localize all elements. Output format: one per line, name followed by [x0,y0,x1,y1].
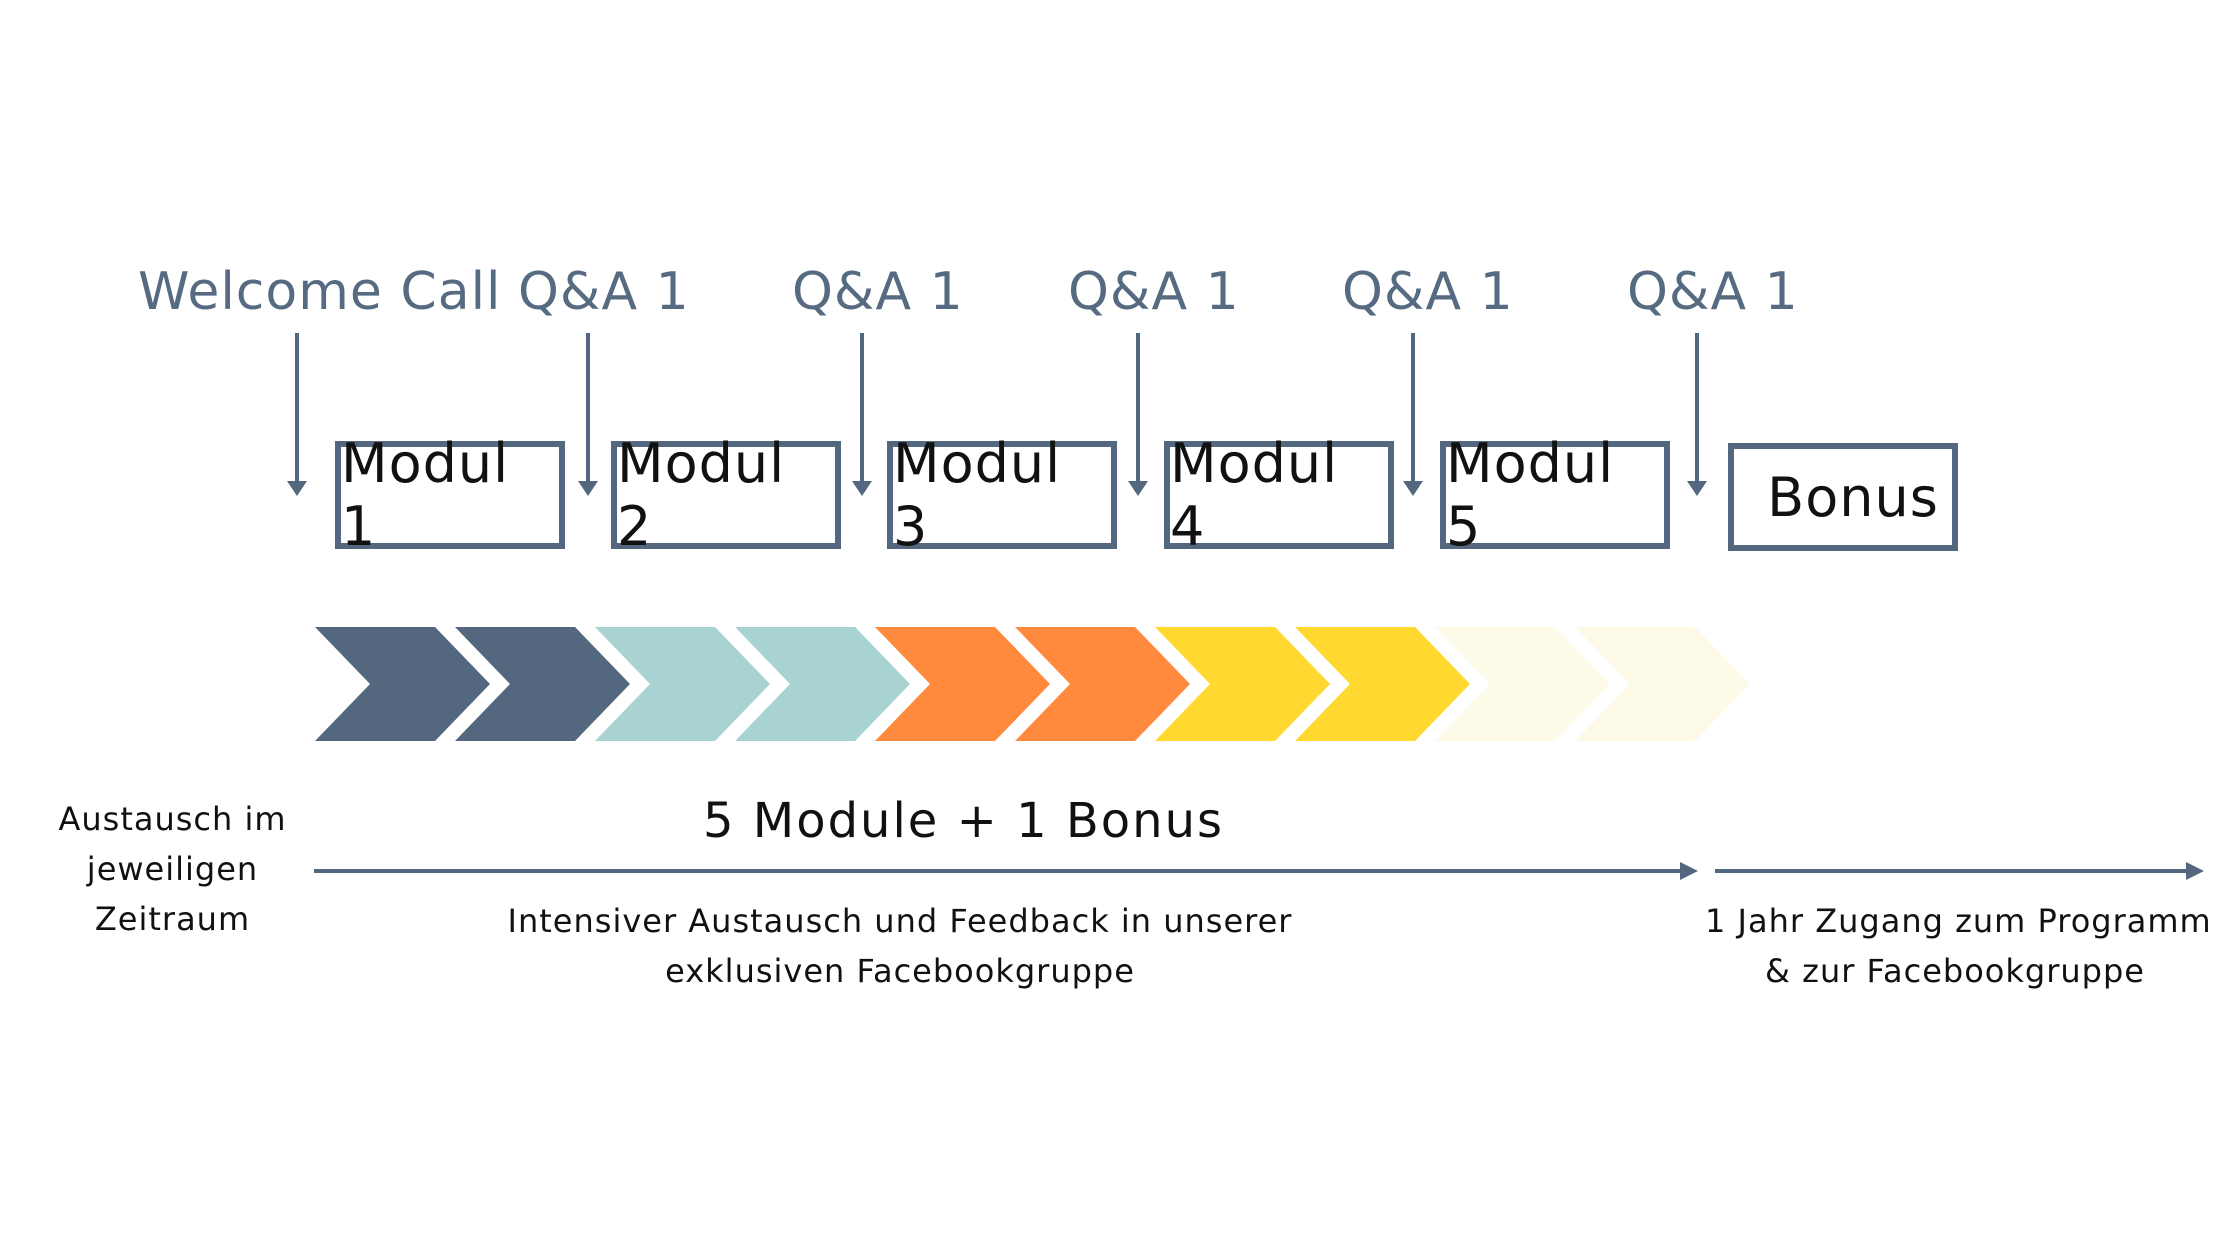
down-arrow-qa2-head [852,481,872,496]
down-arrow-qa1-head [578,481,598,496]
chevron-2 [455,627,630,741]
module-box-1: Modul 1 [335,432,565,558]
welcome-call-label: Welcome Call [138,262,502,322]
down-arrow-qa3-head [1128,481,1148,496]
chevron-7 [1155,627,1330,741]
right-caption-line-2: & zur Facebookgruppe [1765,952,2145,990]
module-box-3: Modul 3 [887,432,1117,558]
left-note: Austausch im jeweiligen Zeitraum [40,794,305,944]
module-box-5: Modul 5 [1440,432,1670,558]
chevron-6 [1015,627,1190,741]
main-caption-line-2: exklusiven Facebookgruppe [665,952,1135,990]
module-label-3: Modul 3 [893,432,1062,558]
chevron-3 [595,627,770,741]
qa-label-5: Q&A 1 [1627,262,1799,322]
module-label-5: Modul 5 [1446,432,1615,558]
down-arrow-qa5-head [1687,481,1707,496]
down-arrow-welcome-head [287,481,307,496]
main-arrow-caption: Intensiver Austausch und Feedback in uns… [500,896,1300,996]
module-box-2: Modul 2 [611,432,841,558]
chevron-4 [735,627,910,741]
bonus-label: Bonus [1767,465,1939,529]
main-timeline-arrowhead [1680,862,1698,880]
module-label-1: Modul 1 [341,432,510,558]
bonus-box: Bonus [1728,443,1958,551]
main-caption-line-1: Intensiver Austausch und Feedback in uns… [507,902,1293,940]
right-arrow-caption: 1 Jahr Zugang zum Programm & zur Faceboo… [1705,896,2212,996]
down-arrow-qa4-head [1403,481,1423,496]
right-caption-line-1: 1 Jahr Zugang zum Programm [1705,902,2212,940]
chevron-5 [875,627,1050,741]
module-label-4: Modul 4 [1170,432,1339,558]
left-note-line-3: Zeitraum [94,900,251,938]
qa-label-4: Q&A 1 [1342,262,1514,322]
qa-label-3: Q&A 1 [1068,262,1240,322]
qa-label-1: Q&A 1 [518,262,690,322]
left-note-line-1: Austausch im [58,800,287,838]
chevron-8 [1295,627,1470,741]
module-label-2: Modul 2 [617,432,786,558]
chevron-1 [315,627,490,741]
chevron-10 [1575,627,1750,741]
qa-label-2: Q&A 1 [792,262,964,322]
summary-title: 5 Module + 1 Bonus [703,793,1225,849]
access-timeline-arrowhead [2186,862,2204,880]
chevron-9 [1435,627,1610,741]
module-box-4: Modul 4 [1164,432,1394,558]
left-note-line-2: jeweiligen [86,850,259,888]
